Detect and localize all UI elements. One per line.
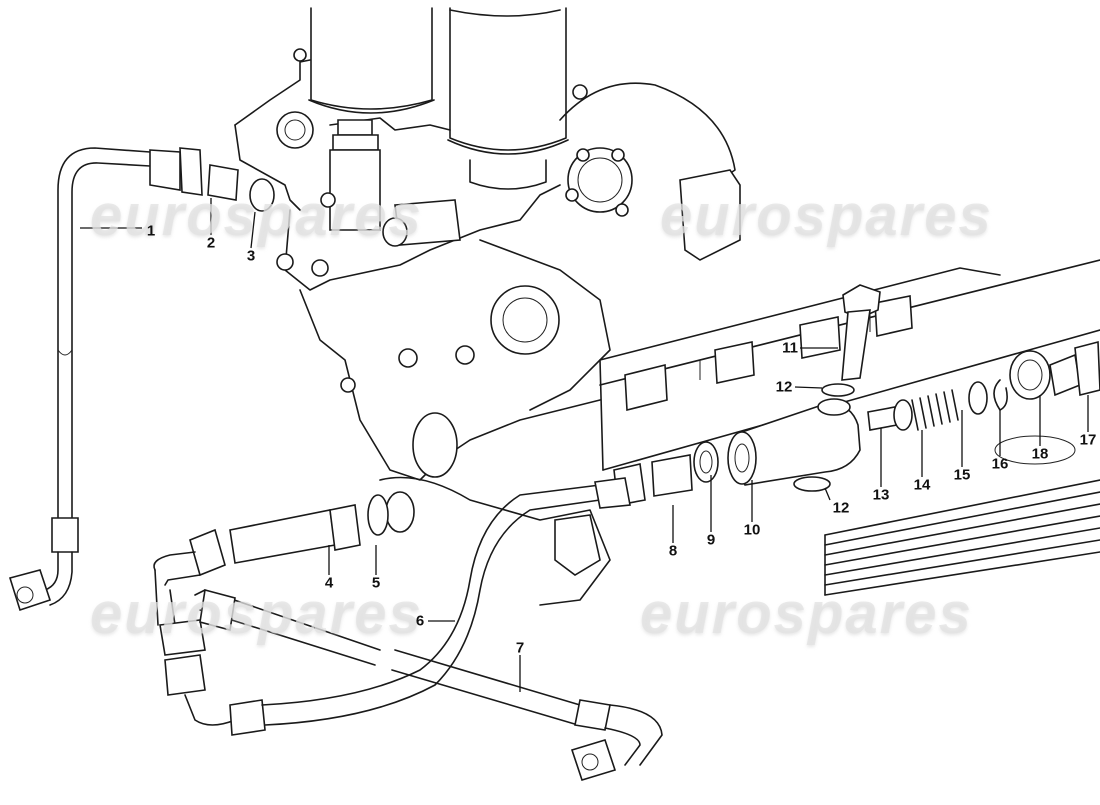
callout-1: 1 [146,222,156,240]
callout-10: 10 [743,521,761,539]
callout-5: 5 [371,574,381,592]
callout-13: 13 [872,486,890,504]
callout-6: 6 [415,612,425,630]
callout-17: 17 [1079,431,1097,449]
oil-filter-right [447,7,569,190]
callout-11: 11 [782,339,798,357]
leader-lines [80,198,1089,692]
timing-cover [299,82,741,606]
callout-12-lower: 12 [832,499,850,517]
filter-head-housing [234,48,588,291]
callout-12-upper: 12 [775,378,793,396]
callout-7: 7 [515,639,525,657]
callout-15: 15 [953,466,971,484]
callout-2: 2 [206,234,216,252]
callout-8: 8 [668,542,678,560]
oil-hose-1 [8,147,275,612]
callout-16: 16 [991,455,1009,473]
oil-filter-left [308,7,435,114]
callout-3: 3 [246,247,256,265]
oil-hoses-lower [153,477,663,781]
relief-valve-assembly [613,284,1100,506]
callout-9: 9 [706,531,716,549]
callout-18: 18 [1031,445,1049,463]
callout-4: 4 [324,574,334,592]
oil-sump [599,259,1100,596]
callout-14: 14 [913,476,931,494]
